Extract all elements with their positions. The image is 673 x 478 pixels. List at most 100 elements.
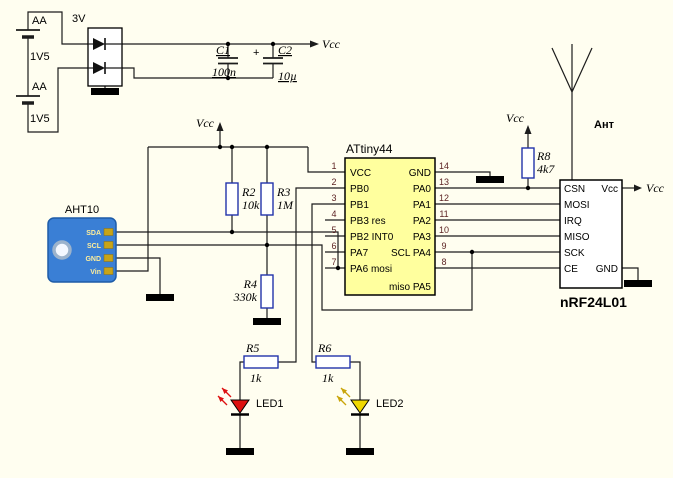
mcu-pin-label: PA0 bbox=[413, 184, 432, 195]
r8-ref: R8 bbox=[536, 149, 550, 163]
pad-vin bbox=[103, 267, 114, 275]
r8-value: 4k7 bbox=[537, 162, 555, 176]
pin-number: 4 bbox=[331, 209, 336, 219]
led2-label: LED2 bbox=[376, 398, 404, 410]
ground-sensor bbox=[146, 294, 174, 301]
mounting-hole-icon bbox=[52, 240, 72, 260]
radio-vcc-label: Vcc bbox=[601, 184, 618, 195]
mcu-pin-label: miso PA5 bbox=[389, 282, 431, 293]
mcu-pin-label: PB0 bbox=[350, 184, 369, 195]
vcc-label-top: Vcc bbox=[322, 37, 341, 51]
emission-arrow-icon bbox=[337, 396, 343, 402]
vcc-arrow-top: Vcc bbox=[310, 37, 341, 51]
mcu-pin-label: SCL PA4 bbox=[391, 248, 431, 259]
wire-aht-vin bbox=[116, 147, 149, 272]
led1-body bbox=[230, 399, 250, 414]
r6-value: 1k bbox=[322, 371, 334, 385]
antenna-label: Ант bbox=[594, 119, 615, 131]
pin-number: 2 bbox=[331, 177, 336, 187]
vcc-label-mid: Vcc bbox=[196, 116, 215, 130]
wire-pin2-r5 bbox=[278, 187, 345, 363]
resistor-r6: R6 1k bbox=[315, 341, 351, 385]
wire-sda bbox=[116, 231, 339, 268]
capacitor-c1: C1 100n bbox=[212, 43, 238, 79]
resistor-r2: R2 10k bbox=[225, 182, 260, 216]
r5-ref: R5 bbox=[245, 341, 259, 355]
emission-arrow-icon bbox=[218, 396, 224, 402]
battery-cell2-voltage: 1V5 bbox=[30, 113, 50, 125]
junction-dots bbox=[217, 41, 531, 271]
c2-polarity: + bbox=[253, 47, 259, 59]
wire-battery-minus bbox=[27, 67, 88, 133]
wires bbox=[27, 11, 639, 448]
regulator-label: 3V bbox=[72, 13, 86, 25]
radio-pin-label: MISO bbox=[564, 232, 590, 243]
mcu-pin-label: VCC bbox=[350, 168, 371, 179]
battery: AA 1V5 AA 1V5 bbox=[16, 15, 50, 125]
ground-led1 bbox=[226, 448, 254, 455]
ground-radio bbox=[624, 280, 652, 287]
wire-cap-gnd-rail bbox=[122, 67, 273, 79]
vcc-arrow-nrf: Vcc bbox=[634, 181, 665, 195]
radio-pin-label: MOSI bbox=[564, 200, 590, 211]
ground-mcu bbox=[476, 176, 504, 183]
led1-label: LED1 bbox=[256, 398, 284, 410]
pad-gnd bbox=[103, 254, 114, 262]
sensor-aht10: AHT10 SDA SCL GND Vin bbox=[47, 204, 117, 283]
pin-number: 9 bbox=[441, 241, 446, 251]
pin-number: 8 bbox=[441, 257, 446, 267]
emission-arrow-icon bbox=[222, 388, 228, 394]
battery-cell2-type: AA bbox=[32, 81, 47, 93]
mcu-pin-label: PB3 res bbox=[350, 216, 386, 227]
r6-ref: R6 bbox=[317, 341, 331, 355]
radio-pin-label: CE bbox=[564, 264, 578, 275]
r2-ref: R2 bbox=[241, 185, 255, 199]
led2: LED2 bbox=[336, 387, 404, 416]
radio-pin-label: IRQ bbox=[564, 216, 582, 227]
resistor-r8: R8 4k7 bbox=[521, 147, 555, 179]
pin-number: 3 bbox=[331, 193, 336, 203]
wire-r5-led1 bbox=[239, 361, 244, 400]
resistor-r4: R4 330k bbox=[233, 274, 274, 309]
r3-ref: R3 bbox=[276, 185, 290, 199]
r4-ref: R4 bbox=[243, 277, 257, 291]
c2-value: 10µ bbox=[278, 69, 297, 83]
pin-number: 13 bbox=[439, 177, 449, 187]
arrow-right-icon bbox=[634, 184, 642, 192]
battery-cell1-voltage: 1V5 bbox=[30, 51, 50, 63]
vcc-arrow-r8: Vcc bbox=[506, 111, 532, 134]
radio-pin-label: SCK bbox=[564, 248, 585, 259]
r2-value: 10k bbox=[242, 198, 260, 212]
wire-pin1-vcc bbox=[307, 147, 345, 173]
led1: LED1 bbox=[217, 387, 284, 416]
mcu-pin-label: PA7 bbox=[350, 248, 369, 259]
pin-number: 5 bbox=[331, 225, 336, 235]
mcu-pin-label: GND bbox=[409, 168, 431, 179]
r5-value: 1k bbox=[250, 371, 262, 385]
arrow-up-icon bbox=[216, 122, 224, 131]
pin-number: 7 bbox=[331, 257, 336, 267]
mcu-attiny44: ATtiny44 1 2 3 4 5 6 7 14 13 12 11 10 9 … bbox=[331, 142, 449, 296]
ground-r4 bbox=[253, 318, 281, 325]
r3-value: 1M bbox=[277, 198, 294, 212]
mcu-pin-label: PA1 bbox=[413, 200, 432, 211]
sensor-title: AHT10 bbox=[65, 204, 99, 216]
sensor-pin-vin: Vin bbox=[90, 269, 101, 276]
voltage-regulator-3v: 3V bbox=[72, 13, 123, 87]
mcu-pin-label: PB1 bbox=[350, 200, 369, 211]
mcu-pin-label: PA6 mosi bbox=[350, 264, 392, 275]
pin-number: 1 bbox=[331, 161, 336, 171]
pin-number: 14 bbox=[439, 161, 449, 171]
wire-battery-plus bbox=[27, 11, 88, 45]
wire-r6-led2 bbox=[350, 361, 361, 400]
battery-cell1-type: AA bbox=[32, 15, 47, 27]
radio-pin-label: CSN bbox=[564, 184, 585, 195]
pad-scl bbox=[103, 241, 114, 249]
arrow-up-icon bbox=[524, 125, 532, 134]
capacitor-c2: + C2 10µ bbox=[253, 43, 297, 83]
wire-pin3-r6 bbox=[311, 203, 345, 363]
wire-nrf-gnd bbox=[622, 267, 639, 280]
resistor-r3: R3 1M bbox=[260, 182, 294, 216]
